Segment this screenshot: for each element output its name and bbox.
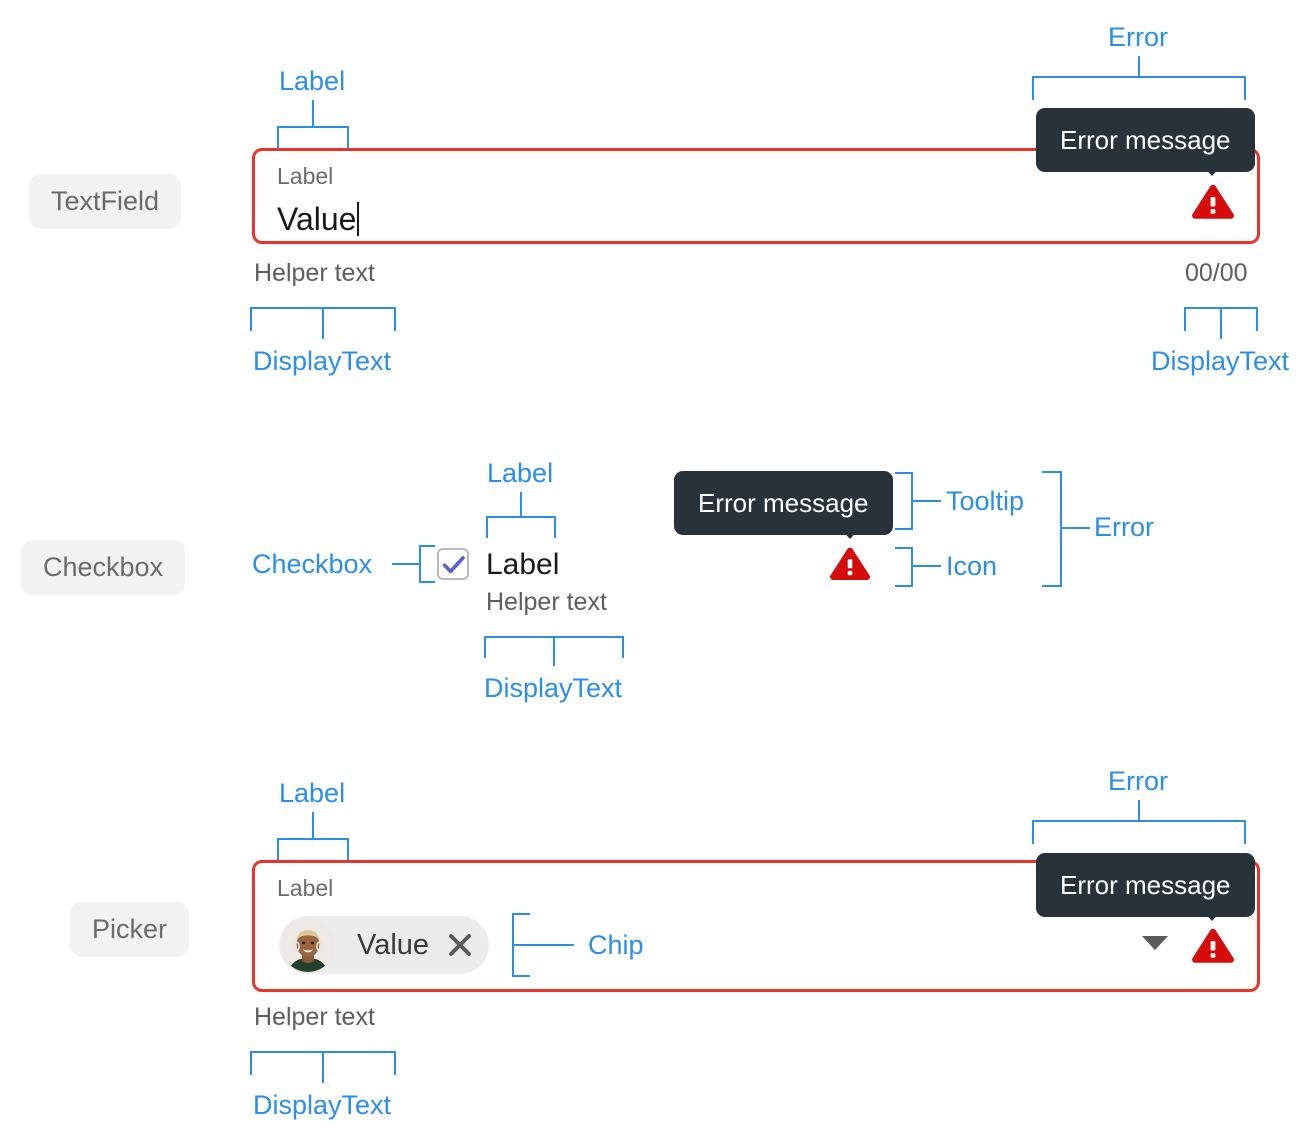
bracket-stem — [1060, 527, 1090, 529]
annotation-label-checkbox: Label — [487, 458, 554, 488]
annotation-displaytext-picker: DisplayText — [253, 1090, 392, 1120]
bracket-span — [1032, 820, 1246, 822]
bracket-stem — [1138, 800, 1140, 822]
annotation-displaytext-counter: DisplayText — [1151, 346, 1290, 376]
tooltip-tail — [1200, 908, 1224, 921]
annotation-error-picker: Error — [1108, 766, 1168, 796]
bracket-span — [1032, 76, 1246, 78]
bracket-stem — [553, 636, 555, 666]
picker-label: Label — [277, 875, 334, 901]
bracket-leg-left — [277, 838, 279, 860]
picker-error-tooltip: Error message — [1036, 853, 1255, 917]
bracket-leg-left — [250, 1051, 252, 1075]
bracket-stem — [312, 100, 314, 128]
bracket-leg-bottom — [895, 528, 913, 530]
bracket-leg-left — [250, 307, 252, 331]
bracket-leg-top — [895, 472, 913, 474]
chip-label: Value — [357, 928, 430, 961]
bracket-leg-right — [554, 516, 556, 538]
bracket-leg-left — [277, 126, 279, 148]
bracket-stem — [520, 492, 522, 518]
component-name-picker: Picker — [70, 902, 190, 957]
bracket-leg-right — [347, 838, 349, 860]
close-icon[interactable] — [447, 932, 473, 958]
error-triangle-icon[interactable] — [1191, 183, 1235, 221]
bracket-leg-right — [1244, 820, 1246, 844]
bracket-leg-right — [1244, 76, 1246, 100]
bracket-leg-right — [394, 1051, 396, 1075]
bracket-leg-left — [484, 636, 486, 658]
checkbox-error-tooltip: Error message — [674, 471, 893, 535]
textfield-value[interactable]: Value — [277, 201, 360, 237]
bracket-leg-left — [1032, 820, 1034, 844]
component-name-textfield: TextField — [29, 174, 182, 229]
bracket-stem — [911, 565, 941, 567]
bracket-span — [277, 838, 349, 840]
chevron-down-icon[interactable] — [1142, 936, 1168, 950]
bracket-leg-bottom — [895, 585, 913, 587]
bracket-span — [1060, 471, 1062, 587]
bracket-leg-right — [622, 636, 624, 658]
textfield-error-tooltip: Error message — [1036, 108, 1255, 172]
bracket-leg-bottom — [1042, 585, 1062, 587]
checkbox-input[interactable] — [437, 548, 469, 580]
annotation-checkbox: Checkbox — [252, 549, 373, 579]
text-caret — [357, 202, 360, 236]
annotation-displaytext-checkbox: DisplayText — [484, 673, 623, 703]
annotation-label-picker: Label — [279, 778, 346, 808]
bracket-span — [419, 545, 421, 583]
annotation-icon: Icon — [946, 551, 998, 581]
picker-helper-text: Helper text — [254, 1003, 375, 1031]
annotation-error-textfield: Error — [1108, 22, 1168, 52]
bracket-leg-top — [895, 547, 913, 549]
error-triangle-icon[interactable] — [1191, 927, 1235, 965]
textfield-character-counter: 00/00 — [1185, 259, 1248, 287]
bracket-stem — [322, 1051, 324, 1083]
tooltip-tail — [1200, 163, 1224, 176]
bracket-leg-top — [512, 913, 530, 915]
checkbox-helper-text: Helper text — [486, 588, 607, 616]
bracket-stem — [392, 563, 420, 565]
bracket-span — [277, 126, 349, 128]
bracket-leg-right — [394, 307, 396, 331]
bracket-leg-right — [1256, 307, 1258, 331]
bracket-leg-left — [1032, 76, 1034, 100]
error-triangle-icon[interactable] — [829, 546, 871, 582]
bracket-stem — [1220, 307, 1222, 339]
annotation-error-checkbox: Error — [1094, 512, 1154, 542]
bracket-leg-top — [1042, 471, 1062, 473]
tooltip-tail — [838, 526, 862, 539]
bracket-stem — [1138, 56, 1140, 78]
textfield-value-text: Value — [277, 201, 357, 237]
annotation-chip: Chip — [588, 930, 644, 960]
textfield-helper-text: Helper text — [254, 259, 375, 287]
bracket-stem — [911, 500, 941, 502]
bracket-leg-bottom — [419, 581, 435, 583]
bracket-leg-bottom — [512, 975, 530, 977]
avatar — [281, 918, 335, 972]
bracket-leg-left — [486, 516, 488, 538]
bracket-span — [911, 547, 913, 587]
bracket-span — [486, 516, 556, 518]
textfield-label: Label — [277, 163, 334, 189]
component-name-checkbox: Checkbox — [21, 540, 186, 595]
annotation-tooltip: Tooltip — [946, 486, 1025, 516]
bracket-leg-top — [419, 545, 435, 547]
bracket-stem — [322, 307, 324, 339]
bracket-leg-right — [347, 126, 349, 148]
checkbox-label: Label — [486, 548, 560, 581]
bracket-stem — [512, 944, 574, 946]
picker-chip[interactable]: Value — [279, 916, 490, 974]
annotation-displaytext-helper: DisplayText — [253, 346, 392, 376]
bracket-stem — [312, 812, 314, 840]
annotation-label-textfield: Label — [279, 66, 346, 96]
bracket-leg-left — [1184, 307, 1186, 331]
